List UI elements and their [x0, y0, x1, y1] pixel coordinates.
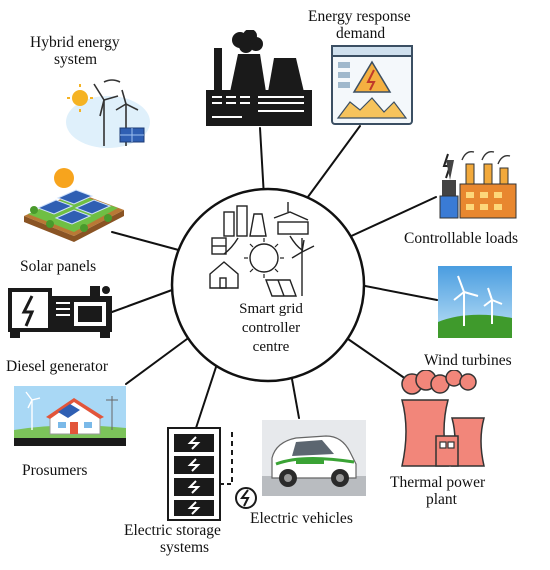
- cooling-tower-icon: [401, 370, 485, 467]
- node-label-line: Prosumers: [22, 462, 88, 479]
- node-label-line: system: [54, 51, 98, 68]
- factory-icon: [439, 150, 517, 219]
- center-label: Smart grid controller centre: [213, 300, 329, 357]
- center-label-line: controller: [241, 320, 301, 336]
- battery-stack-icon: [167, 427, 257, 521]
- center-label-line: Smart grid: [239, 301, 303, 317]
- node-label-solar: Solar panels: [20, 258, 96, 275]
- connector-loads: [346, 196, 437, 239]
- node-label-line: Controllable loads: [404, 230, 519, 247]
- node-label-line: Energy response: [308, 8, 411, 25]
- solar-panel-icon: [24, 168, 124, 242]
- smart-grid-icon: [209, 202, 315, 297]
- node-label-line: Wind turbines: [424, 352, 512, 369]
- wind-turbine-icon: [438, 266, 512, 338]
- node-label-loads: Controllable loads: [404, 230, 518, 247]
- connector-thermal: [347, 338, 404, 378]
- node-label-line: Electric vehicles: [250, 510, 353, 527]
- node-label-hybrid: Hybrid energy system: [30, 34, 120, 68]
- node-label-line: plant: [426, 491, 457, 508]
- node-label-line: systems: [160, 539, 210, 556]
- node-label-response: Energy response demand: [308, 8, 411, 42]
- hybrid-energy-icon: [66, 79, 150, 148]
- node-label-line: Hybrid energy: [30, 34, 120, 51]
- node-label-prosumers: Prosumers: [22, 462, 87, 479]
- node-label-line: demand: [336, 25, 386, 42]
- connector-response: [301, 125, 361, 206]
- node-label-line: Diesel generator: [6, 358, 108, 375]
- connector-solar: [111, 231, 187, 253]
- connector-diesel: [111, 289, 173, 313]
- connector-storage: [195, 363, 218, 429]
- node-label-wind: Wind turbines: [424, 352, 512, 369]
- electric-car-icon: [262, 420, 366, 496]
- connector-prosumers: [125, 338, 188, 385]
- node-label-thermal: Thermal power plant: [390, 474, 485, 508]
- node-label-line: Solar panels: [20, 258, 97, 275]
- node-label-line: Thermal power: [390, 474, 486, 491]
- node-label-diesel: Diesel generator: [6, 358, 108, 375]
- diesel-generator-icon: [8, 286, 112, 338]
- connector-wind: [359, 284, 438, 301]
- connector-power-station: [259, 127, 265, 198]
- node-label-line: Electric storage: [124, 522, 221, 539]
- energy-response-icon: [331, 45, 413, 125]
- power-station-icon: [206, 30, 312, 126]
- node-label-storage: Electric storage systems: [124, 522, 221, 556]
- node-label-vehicles: Electric vehicles: [250, 510, 353, 527]
- prosumer-house-icon: [14, 386, 126, 446]
- center-label-line: centre: [252, 339, 290, 355]
